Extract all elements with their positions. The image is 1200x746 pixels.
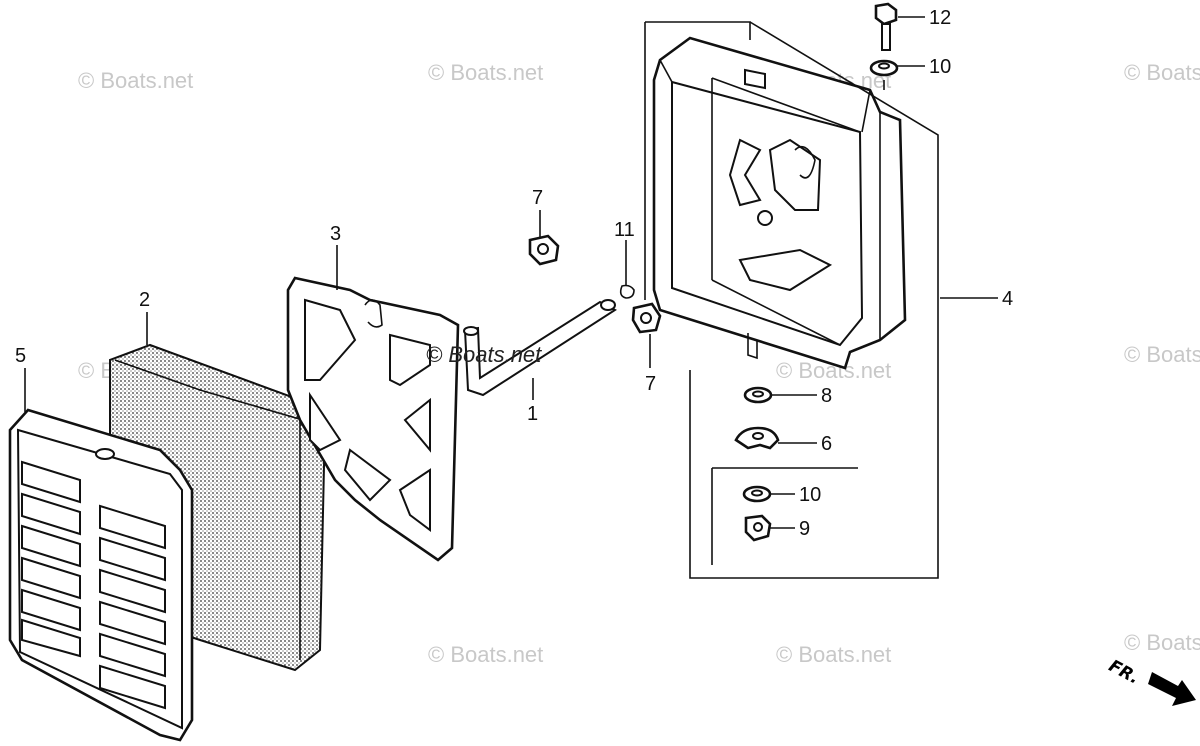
callout-11: 11	[614, 219, 635, 241]
callout-3: 3	[330, 223, 341, 245]
watermark: © Boats.net	[1124, 342, 1200, 367]
callout-7-upper: 7	[532, 187, 543, 209]
part-3-gasket[interactable]	[286, 276, 460, 562]
cover-louvers	[21, 460, 166, 710]
watermark: © Boats.net	[776, 642, 891, 667]
part-8-washer[interactable]	[743, 386, 773, 404]
part-6-wing-nut[interactable]	[734, 426, 780, 450]
part-4-air-cleaner-case[interactable]	[652, 36, 907, 370]
callout-5: 5	[15, 345, 26, 367]
callout-10-upper: 10	[929, 56, 951, 78]
callout-1: 1	[527, 403, 538, 425]
assembly-bracket-lines	[644, 21, 939, 579]
part-9-nut[interactable]	[744, 514, 772, 542]
watermark: © Boats.net	[428, 60, 543, 85]
part-7-nut-lower[interactable]	[631, 302, 662, 334]
part-12-bolt[interactable]	[874, 2, 898, 51]
watermark: © Boats.net	[428, 642, 543, 667]
callout-10-lower: 10	[799, 484, 821, 506]
watermark: © Boats.net	[1124, 60, 1200, 85]
part-7-nut-upper[interactable]	[528, 234, 560, 266]
front-arrow-icon	[1148, 672, 1196, 706]
watermark: © Boats.net	[1124, 630, 1200, 655]
leader-lines	[24, 16, 998, 529]
callout-12: 12	[929, 7, 951, 29]
part-5-air-cleaner-cover[interactable]	[8, 408, 194, 742]
watermark: © Boats.net	[78, 68, 193, 93]
front-direction-indicator: FR.	[1105, 656, 1196, 706]
callout-6: 6	[821, 433, 832, 455]
part-1-breather-tube[interactable]	[463, 299, 617, 397]
part-11-clip[interactable]	[619, 284, 635, 299]
callout-7-lower: 7	[645, 373, 656, 395]
callout-9: 9	[799, 518, 810, 540]
center-watermark: © Boats.net	[426, 342, 542, 367]
part-10-washer-lower[interactable]	[742, 485, 772, 503]
callout-4: 4	[1002, 288, 1013, 310]
part-10-washer-upper[interactable]	[869, 59, 899, 77]
front-label: FR.	[1105, 656, 1142, 688]
callout-2: 2	[139, 289, 150, 311]
callout-numbers: 5 2 3 7 11 7 1 4 12 10 8 6 10 9	[15, 7, 1013, 540]
callout-8: 8	[821, 385, 832, 407]
